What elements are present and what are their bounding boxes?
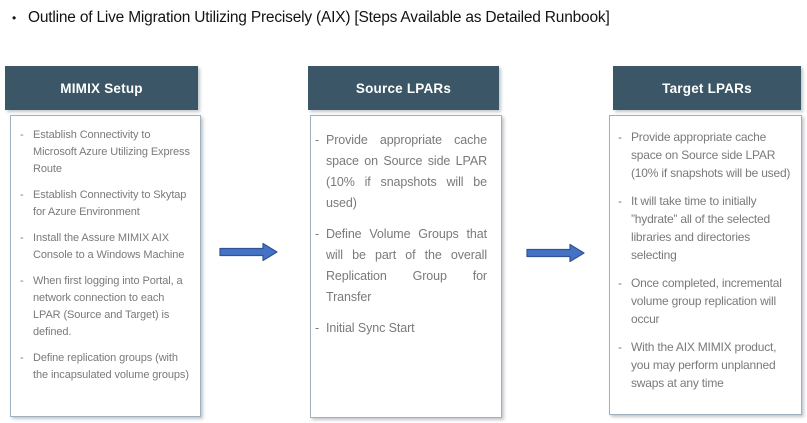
list-item: It will take time to initially ”hydrate”… [610, 192, 793, 264]
slide-title-text: Outline of Live Migration Utilizing Prec… [28, 9, 610, 26]
list-item: Initial Sync Start [311, 318, 493, 339]
list-item: Once completed, incremental volume group… [610, 274, 793, 328]
list-item: When first logging into Portal, a networ… [11, 273, 192, 341]
list-item: Provide appropriate cache space on Sourc… [311, 130, 493, 214]
list-item: Define Volume Groups that will be part o… [311, 224, 493, 308]
column-body-source-lpars: Provide appropriate cache space on Sourc… [310, 115, 502, 418]
slide-title: • Outline of Live Migration Utilizing Pr… [12, 8, 792, 28]
column-header-source-lpars: Source LPARs [308, 66, 499, 110]
column-header-label: MIMIX Setup [60, 80, 143, 96]
column-body-mimix-setup: Establish Connectivity to Microsoft Azur… [10, 115, 201, 417]
list-item: Establish Connectivity to Microsoft Azur… [11, 127, 192, 178]
column-header-label: Source LPARs [355, 80, 452, 96]
bullet-list: Provide appropriate cache space on Sourc… [610, 116, 801, 392]
column-header-target-lpars: Target LPARs [613, 66, 801, 110]
right-arrow-icon [219, 242, 278, 262]
list-item: Install the Assure MIMIX AIX Console to … [11, 230, 192, 264]
right-arrow-icon [526, 243, 585, 263]
bullet-list: Establish Connectivity to Microsoft Azur… [11, 116, 200, 384]
list-item: Establish Connectivity to Skytap for Azu… [11, 187, 192, 221]
title-bullet-icon: • [12, 11, 17, 25]
list-item: Define replication groups (with the inca… [11, 350, 192, 384]
list-item: Provide appropriate cache space on Sourc… [610, 128, 793, 182]
column-body-target-lpars: Provide appropriate cache space on Sourc… [609, 115, 802, 415]
bullet-list: Provide appropriate cache space on Sourc… [311, 116, 501, 339]
list-item: With the AIX MIMIX product, you may perf… [610, 338, 793, 392]
column-header-mimix-setup: MIMIX Setup [5, 66, 198, 110]
column-header-label: Target LPARs [662, 80, 752, 96]
